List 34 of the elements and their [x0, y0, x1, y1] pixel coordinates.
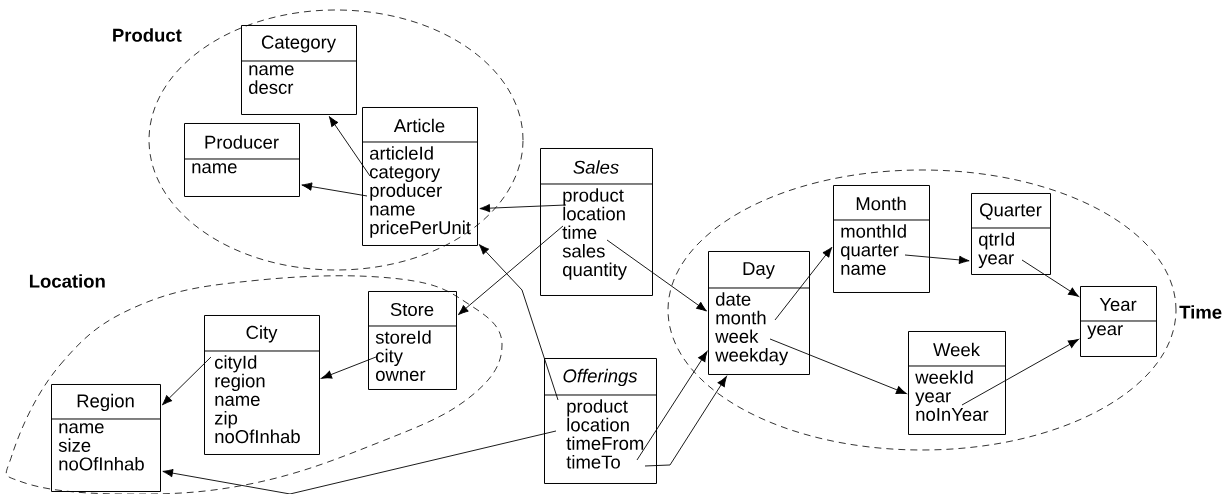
class-box: Sales product location time sales quantity — [539, 148, 653, 296]
arrow — [961, 339, 1079, 406]
arrow — [301, 182, 368, 197]
class-box: Quarter qtrId year — [970, 193, 1051, 275]
arrow — [644, 376, 727, 467]
group-label: Location — [29, 274, 105, 288]
arrow — [328, 116, 371, 177]
class-box: Region name size noOfInhab — [50, 384, 161, 492]
group-label: Time — [1179, 305, 1222, 319]
class-box: Article articleId category producer name pricePerUnit — [361, 107, 478, 246]
group-outline — [5, 275, 503, 494]
arrow — [162, 430, 557, 494]
arrow — [904, 254, 970, 265]
class-box: Offerings product location timeFrom timeTo — [543, 358, 657, 484]
group-outline — [667, 169, 1177, 451]
arrow — [457, 225, 564, 316]
class-box: Year year — [1079, 286, 1157, 357]
arrow — [1021, 259, 1079, 297]
arrow — [769, 338, 907, 395]
arrow — [479, 204, 567, 213]
arrow — [606, 239, 707, 312]
class-box: Month monthId quarter name — [832, 185, 930, 293]
arrow — [478, 244, 559, 401]
group-label: Product — [113, 28, 182, 42]
class-box: Category name descr — [240, 25, 357, 115]
arrow — [161, 356, 212, 406]
class-box: City cityId region name zip noOfInhab — [203, 315, 320, 455]
arrow — [636, 351, 708, 461]
class-box: Producer name — [183, 123, 300, 197]
arrow — [321, 356, 377, 379]
class-box: Store storeId city owner — [367, 291, 457, 390]
arrow — [774, 246, 833, 321]
class-box: Day date month week weekday — [707, 251, 810, 375]
class-box: Week weekId year noInYear — [907, 331, 1006, 435]
